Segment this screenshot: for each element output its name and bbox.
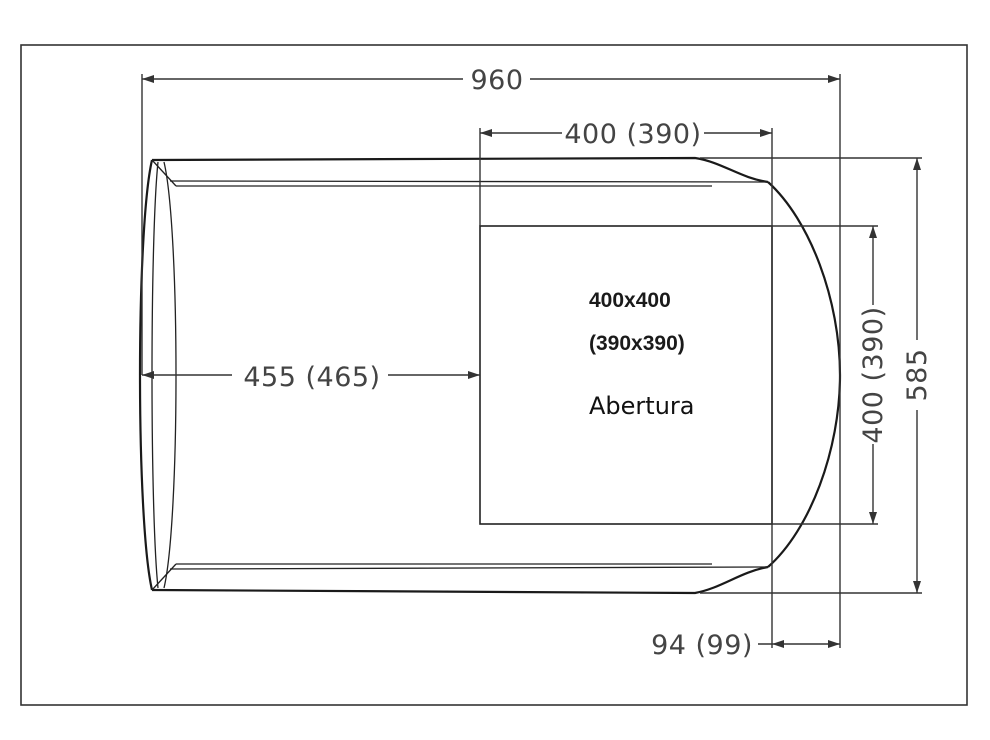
panel-outline bbox=[138, 156, 842, 595]
opening-caption: Abertura bbox=[589, 392, 694, 420]
dimension-overall-height bbox=[700, 157, 922, 594]
dimension-overall-width bbox=[141, 74, 841, 648]
label-opening-width: 400 (390) bbox=[564, 119, 701, 150]
label-curve-depth: 94 (99) bbox=[651, 630, 753, 661]
dimension-left-offset bbox=[142, 371, 480, 379]
label-overall-height: 585 bbox=[902, 348, 933, 401]
drawing-frame bbox=[20, 44, 968, 706]
dimension-opening-width bbox=[479, 128, 773, 648]
dimension-opening-height bbox=[772, 225, 878, 525]
label-left-offset: 455 (465) bbox=[243, 362, 380, 393]
opening-size-alt-label: (390x390) bbox=[589, 332, 685, 355]
opening-rectangle bbox=[479, 225, 773, 525]
label-overall-width: 960 bbox=[470, 65, 523, 96]
label-opening-height: 400 (390) bbox=[858, 306, 889, 443]
opening-size-label: 400x400 bbox=[589, 289, 671, 312]
dimension-curve-depth bbox=[758, 640, 840, 648]
